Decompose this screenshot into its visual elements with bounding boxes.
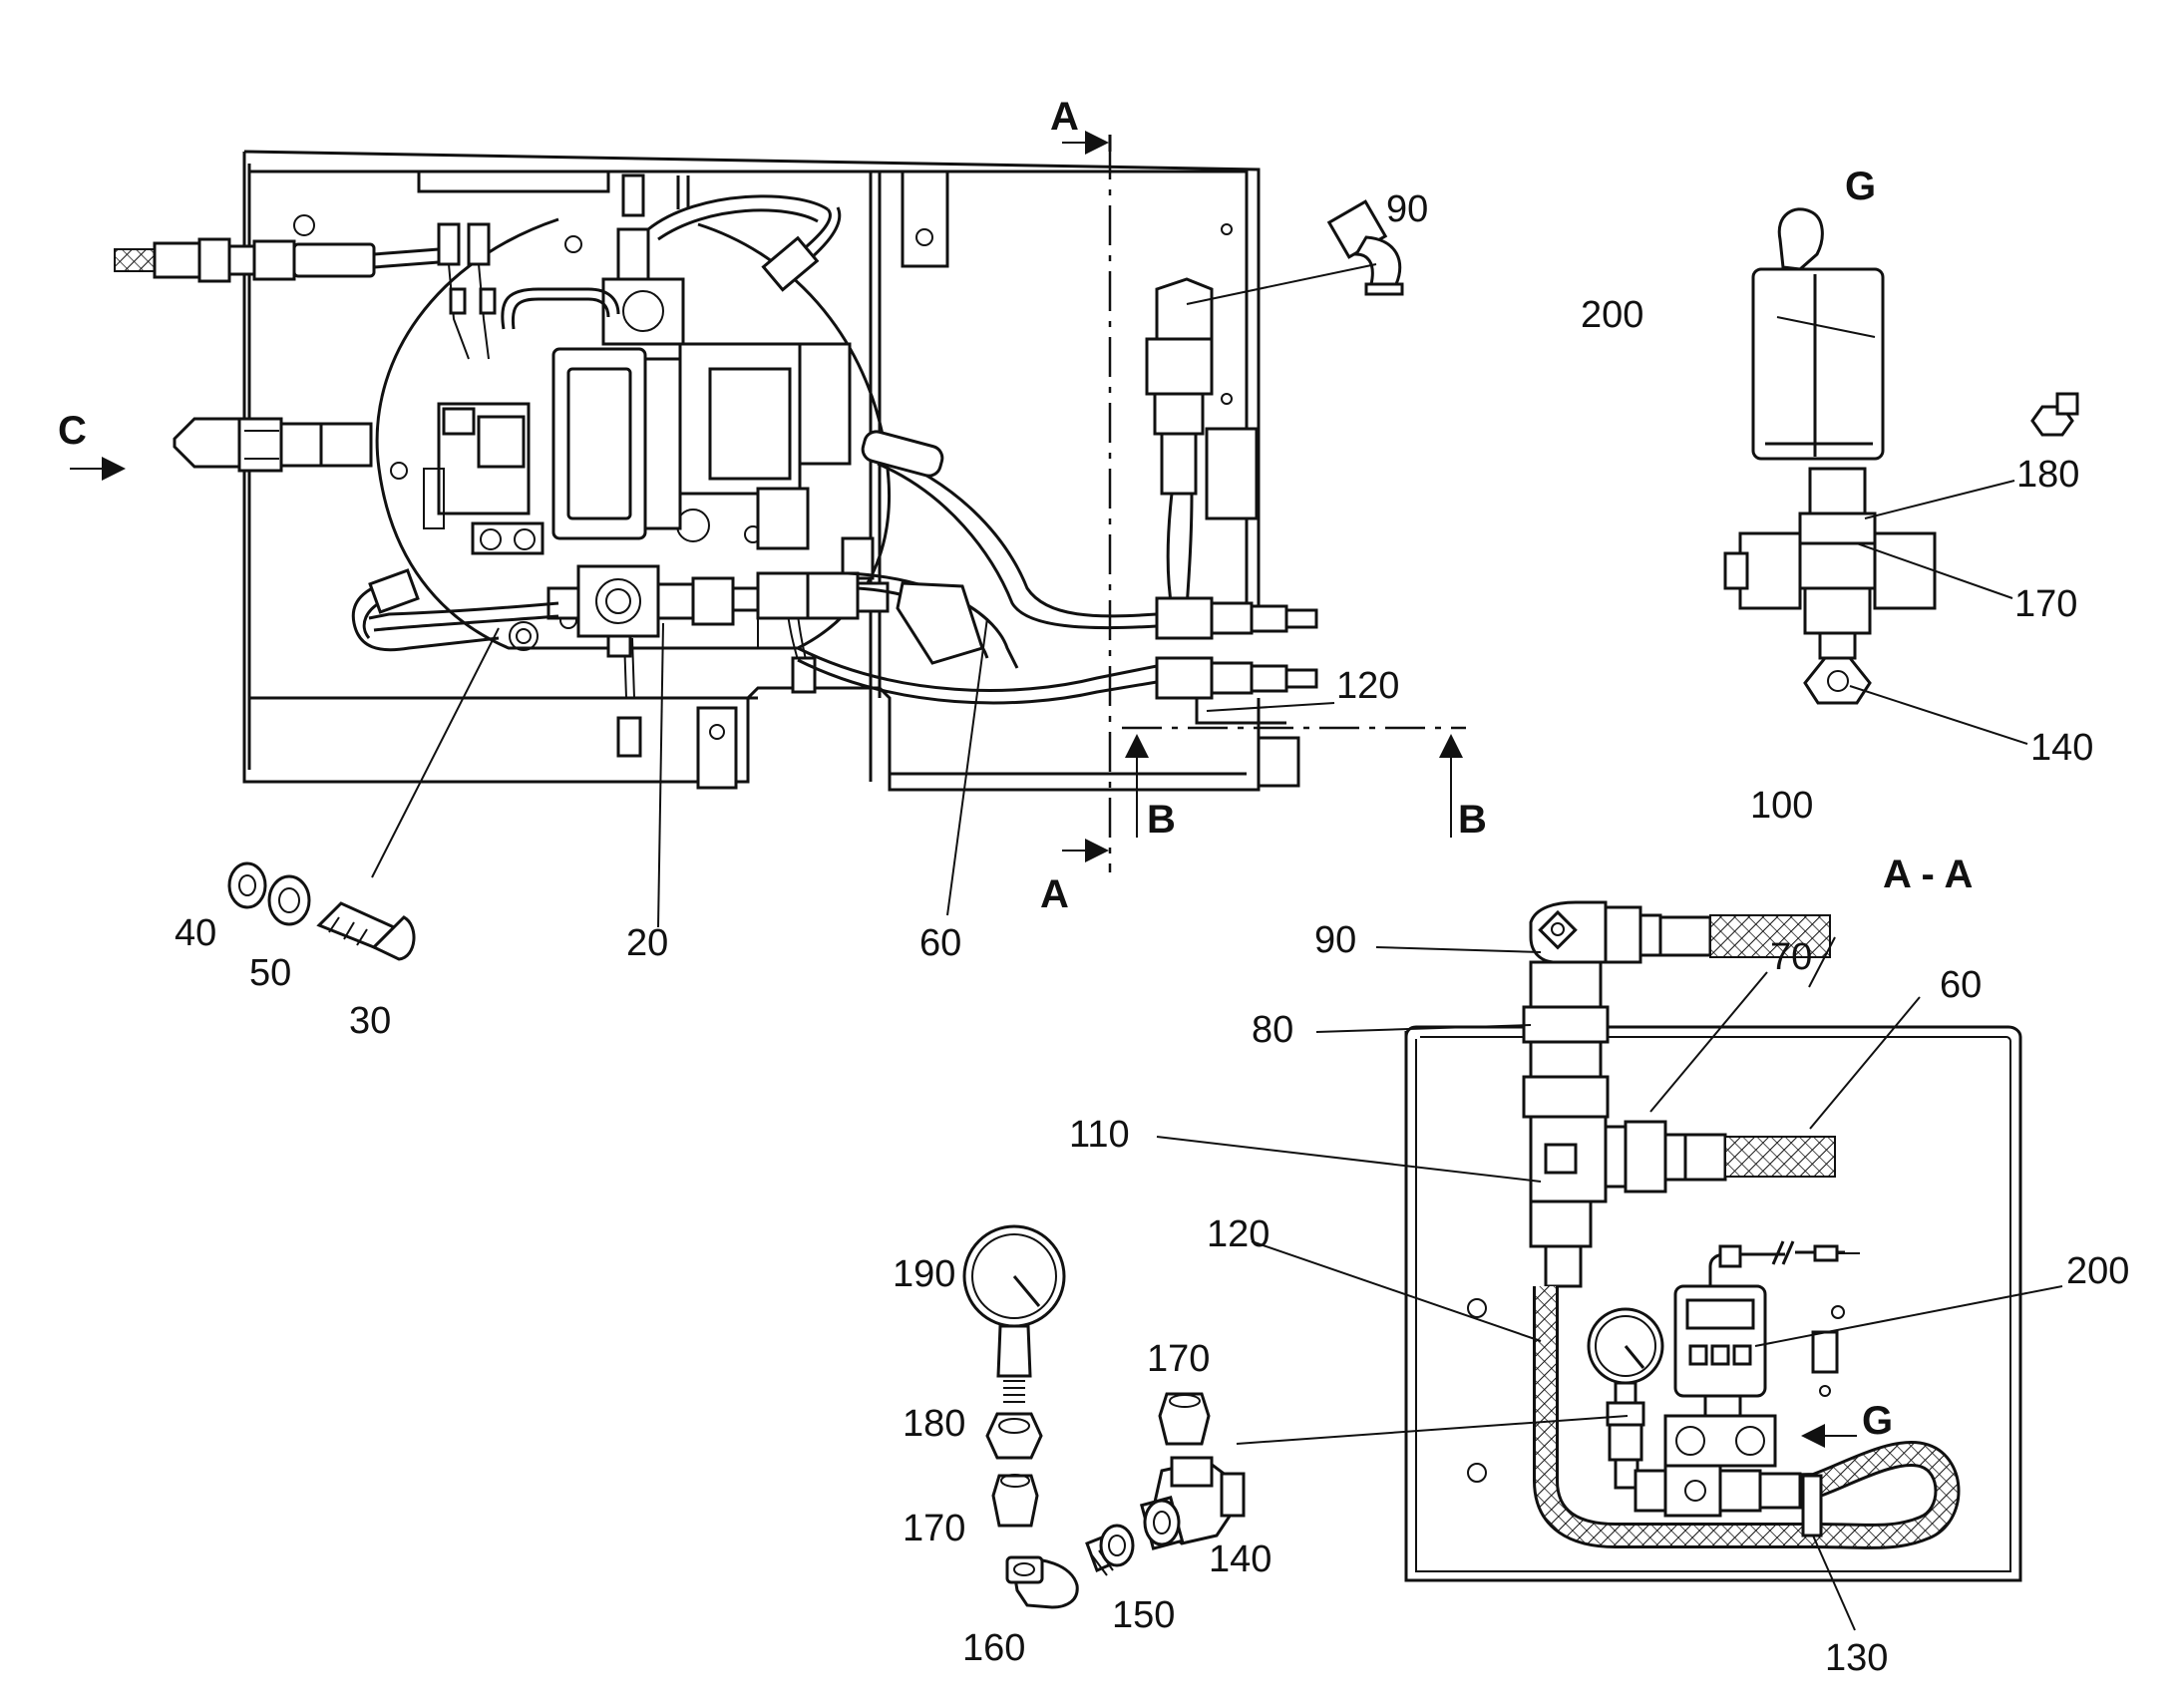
cabinet-frame [242, 150, 1300, 792]
valve-block [423, 227, 852, 555]
label-100: 100 [1750, 785, 1813, 827]
label-170-a: 170 [1147, 1338, 1210, 1380]
section-line-b [1122, 726, 1466, 838]
label-180-l: 180 [903, 1403, 965, 1445]
section-a-top: A [1050, 95, 1079, 139]
label-90-aa: 90 [1314, 919, 1356, 961]
label-130: 130 [1825, 1637, 1888, 1679]
detail-g [1723, 207, 2079, 745]
label-90-top: 90 [1386, 188, 1428, 230]
lower-left-hose [351, 568, 559, 652]
main-view [70, 131, 1466, 961]
fitting-90-detail [1326, 199, 1404, 296]
label-110: 110 [1069, 1114, 1130, 1156]
label-140-l: 140 [1209, 1538, 1272, 1580]
label-60-top: 60 [919, 922, 961, 964]
label-70: 70 [1770, 936, 1812, 978]
label-20: 20 [626, 922, 668, 964]
view-c-label: C [58, 409, 87, 453]
detail-g-title: G [1845, 165, 1876, 208]
section-a-bottom: A [1040, 872, 1069, 916]
label-30: 30 [349, 1000, 391, 1042]
section-markers: A A B B C G G A - A [58, 95, 1973, 1443]
section-aa-title: A - A [1883, 853, 1973, 896]
part-labels: 90 200 180 170 140 120 40 50 30 20 60 10… [175, 188, 2129, 1679]
main-view-leaders [371, 263, 1377, 928]
label-200-aa: 200 [2066, 1250, 2129, 1292]
view-g-arrow-label: G [1862, 1399, 1893, 1443]
label-50: 50 [249, 952, 291, 994]
label-160: 160 [962, 1627, 1025, 1669]
label-140-g: 140 [2030, 727, 2093, 769]
exploded-parts [962, 1224, 1246, 1609]
label-200-g: 200 [1581, 294, 1643, 336]
label-80: 80 [1252, 1009, 1293, 1051]
label-120-top: 120 [1336, 665, 1399, 707]
label-150: 150 [1112, 1594, 1175, 1636]
inlet-hose-upper [114, 237, 440, 283]
right-fittings [1145, 277, 1318, 725]
section-line-a [1062, 131, 1112, 872]
section-a-a [1156, 900, 2063, 1631]
label-120-aa: 120 [1207, 1213, 1270, 1255]
label-60-aa: 60 [1940, 964, 1982, 1006]
lower-manifold [546, 564, 890, 658]
upper-pipes [501, 173, 842, 330]
section-b-left: B [1147, 798, 1176, 842]
hardware-40-50-30 [227, 861, 416, 961]
inlet-fitting-c [173, 417, 373, 473]
label-190: 190 [893, 1253, 955, 1295]
label-180-g: 180 [2016, 454, 2079, 496]
label-170-l: 170 [903, 1508, 965, 1549]
hose-60 [797, 430, 1158, 705]
section-b-right: B [1458, 798, 1487, 842]
label-170-g: 170 [2014, 583, 2077, 625]
label-40: 40 [175, 912, 216, 954]
